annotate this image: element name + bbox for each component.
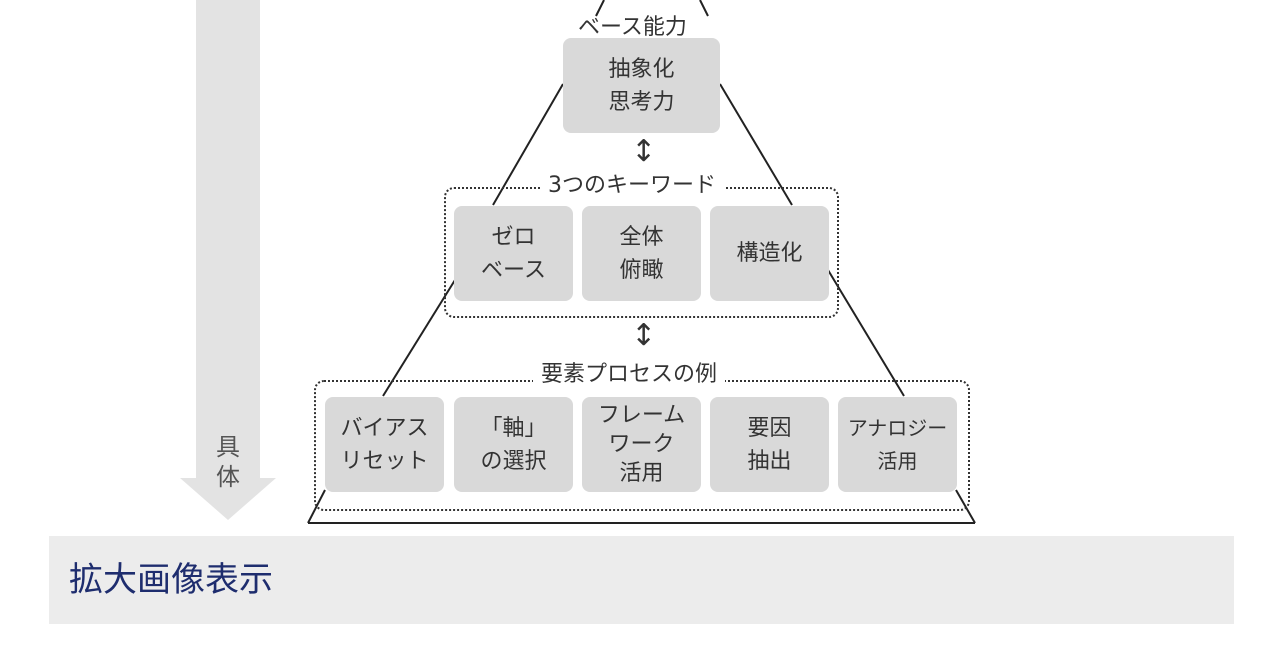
keywords-group-title: 3つのキーワード bbox=[540, 172, 724, 200]
pyramid-edge-left-top bbox=[595, 0, 605, 17]
base-capability-title: ベース能力 bbox=[578, 15, 687, 40]
pyramid-edge-right-top bbox=[699, 0, 709, 17]
box-line: の選択 bbox=[480, 448, 547, 474]
process-box-bias-reset: バイアス リセット bbox=[325, 397, 444, 492]
box-line: 「軸」 bbox=[480, 415, 547, 441]
keyword-box-structuring: 構造化 bbox=[710, 206, 829, 301]
box-line: リセット bbox=[340, 448, 429, 474]
enlarge-image-bar[interactable]: 拡大画像表示 bbox=[49, 536, 1234, 624]
box-line: 抽象化 bbox=[608, 56, 675, 82]
double-arrow-icon: ↕ bbox=[631, 134, 657, 169]
box-line: 思考力 bbox=[608, 89, 675, 115]
process-box-analogy: アナロジー 活用 bbox=[838, 397, 957, 492]
pyramid-edge-right-mid bbox=[827, 269, 905, 397]
axis-label-line: 具 bbox=[216, 433, 240, 461]
box-line: 俯瞰 bbox=[619, 257, 664, 283]
pyramid-edge-left-upper bbox=[492, 83, 564, 206]
process-box-factor-extraction: 要因 抽出 bbox=[710, 397, 829, 492]
box-line: ベース bbox=[481, 257, 546, 283]
box-line: 活用 bbox=[877, 448, 918, 473]
box-line: 全体 bbox=[619, 224, 664, 250]
pyramid-edge-left-mid bbox=[382, 279, 456, 397]
process-box-axis-selection: 「軸」 の選択 bbox=[454, 397, 573, 492]
box-line: 活用 bbox=[619, 461, 664, 486]
process-box-framework: フレーム ワーク 活用 bbox=[582, 397, 701, 492]
box-line: ワーク bbox=[608, 432, 675, 457]
enlarge-image-link[interactable]: 拡大画像表示 bbox=[69, 560, 273, 600]
process-examples-title: 要素プロセスの例 bbox=[533, 361, 726, 389]
box-line: アナロジー bbox=[847, 415, 948, 440]
keyword-box-overview: 全体 俯瞰 bbox=[582, 206, 701, 301]
keyword-box-zero-base: ゼロ ベース bbox=[454, 206, 573, 301]
box-line: 抽出 bbox=[747, 448, 792, 474]
axis-label-line: 体 bbox=[216, 463, 240, 491]
abstraction-thinking-box: 抽象化 思考力 bbox=[563, 38, 720, 133]
box-line: ゼロ bbox=[491, 224, 536, 250]
double-arrow-icon: ↕ bbox=[631, 318, 657, 353]
pyramid-edge-right-upper bbox=[719, 83, 793, 206]
box-line: 構造化 bbox=[736, 241, 803, 266]
concrete-axis-label: 具 体 bbox=[213, 432, 243, 492]
abstract-to-concrete-arrow bbox=[180, 0, 276, 520]
box-line: バイアス bbox=[340, 415, 429, 441]
box-line: 要因 bbox=[747, 415, 792, 441]
box-line: フレーム bbox=[597, 403, 686, 428]
